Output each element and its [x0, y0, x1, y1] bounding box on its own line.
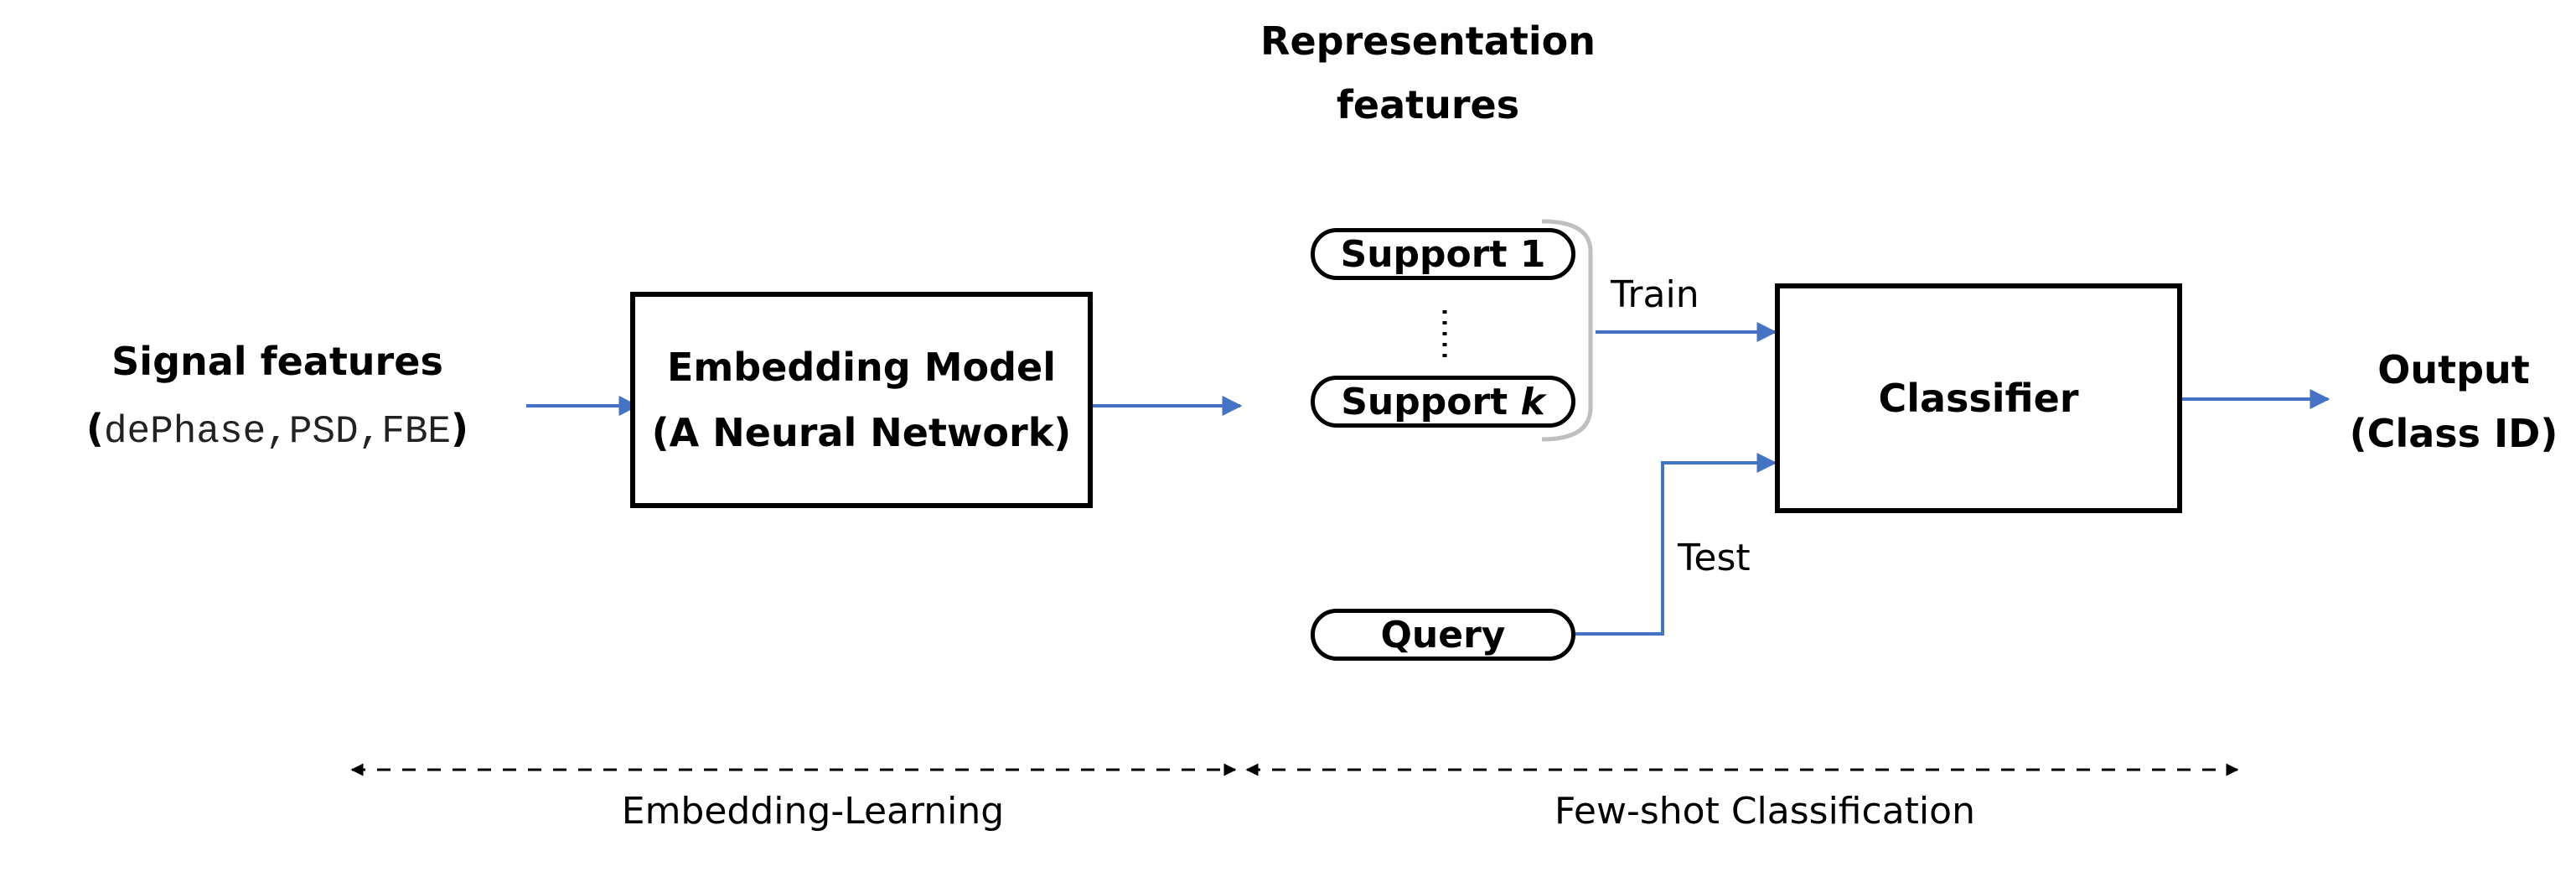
- query-node: Query: [1311, 609, 1575, 661]
- input-feature-fbe: FBE: [381, 410, 452, 454]
- train-label: Train: [1611, 273, 1699, 316]
- support-k-node: Support k: [1311, 376, 1575, 428]
- support-bracket: [1541, 219, 1593, 442]
- input-title: Signal features: [111, 339, 443, 384]
- embedding-model-box: Embedding Model (A Neural Network): [630, 292, 1093, 508]
- input-feature-dephase: dePhase: [103, 410, 266, 454]
- support-1-node: Support 1: [1311, 228, 1575, 280]
- support-k-prefix: Support: [1341, 380, 1521, 423]
- classifier-box: Classifier: [1775, 283, 2182, 513]
- embedding-model-subtitle: (A Neural Network): [651, 410, 1072, 455]
- test-arrow: [1575, 453, 1777, 636]
- output-subtitle: (Class ID): [2349, 411, 2558, 456]
- embedding-learning-label: Embedding-Learning: [621, 790, 1005, 833]
- embedding-model-title: Embedding Model: [666, 345, 1057, 390]
- input-features: (dePhase,PSD,FBE): [86, 406, 468, 454]
- representation-title-line2: features: [1336, 82, 1520, 127]
- test-label: Test: [1678, 537, 1751, 579]
- classifier-label: Classifier: [1878, 376, 2079, 421]
- output-title: Output: [2377, 347, 2530, 392]
- input-separator: ,: [358, 410, 382, 454]
- input-feature-psd: PSD: [288, 410, 359, 454]
- few-shot-classification-label: Few-shot Classification: [1554, 790, 1975, 833]
- input-separator: ,: [266, 410, 289, 454]
- input-close-paren: ): [451, 406, 469, 451]
- support-k-var: k: [1520, 380, 1545, 423]
- representation-title-line1: Representation: [1260, 18, 1596, 64]
- input-open-paren: (: [85, 406, 104, 451]
